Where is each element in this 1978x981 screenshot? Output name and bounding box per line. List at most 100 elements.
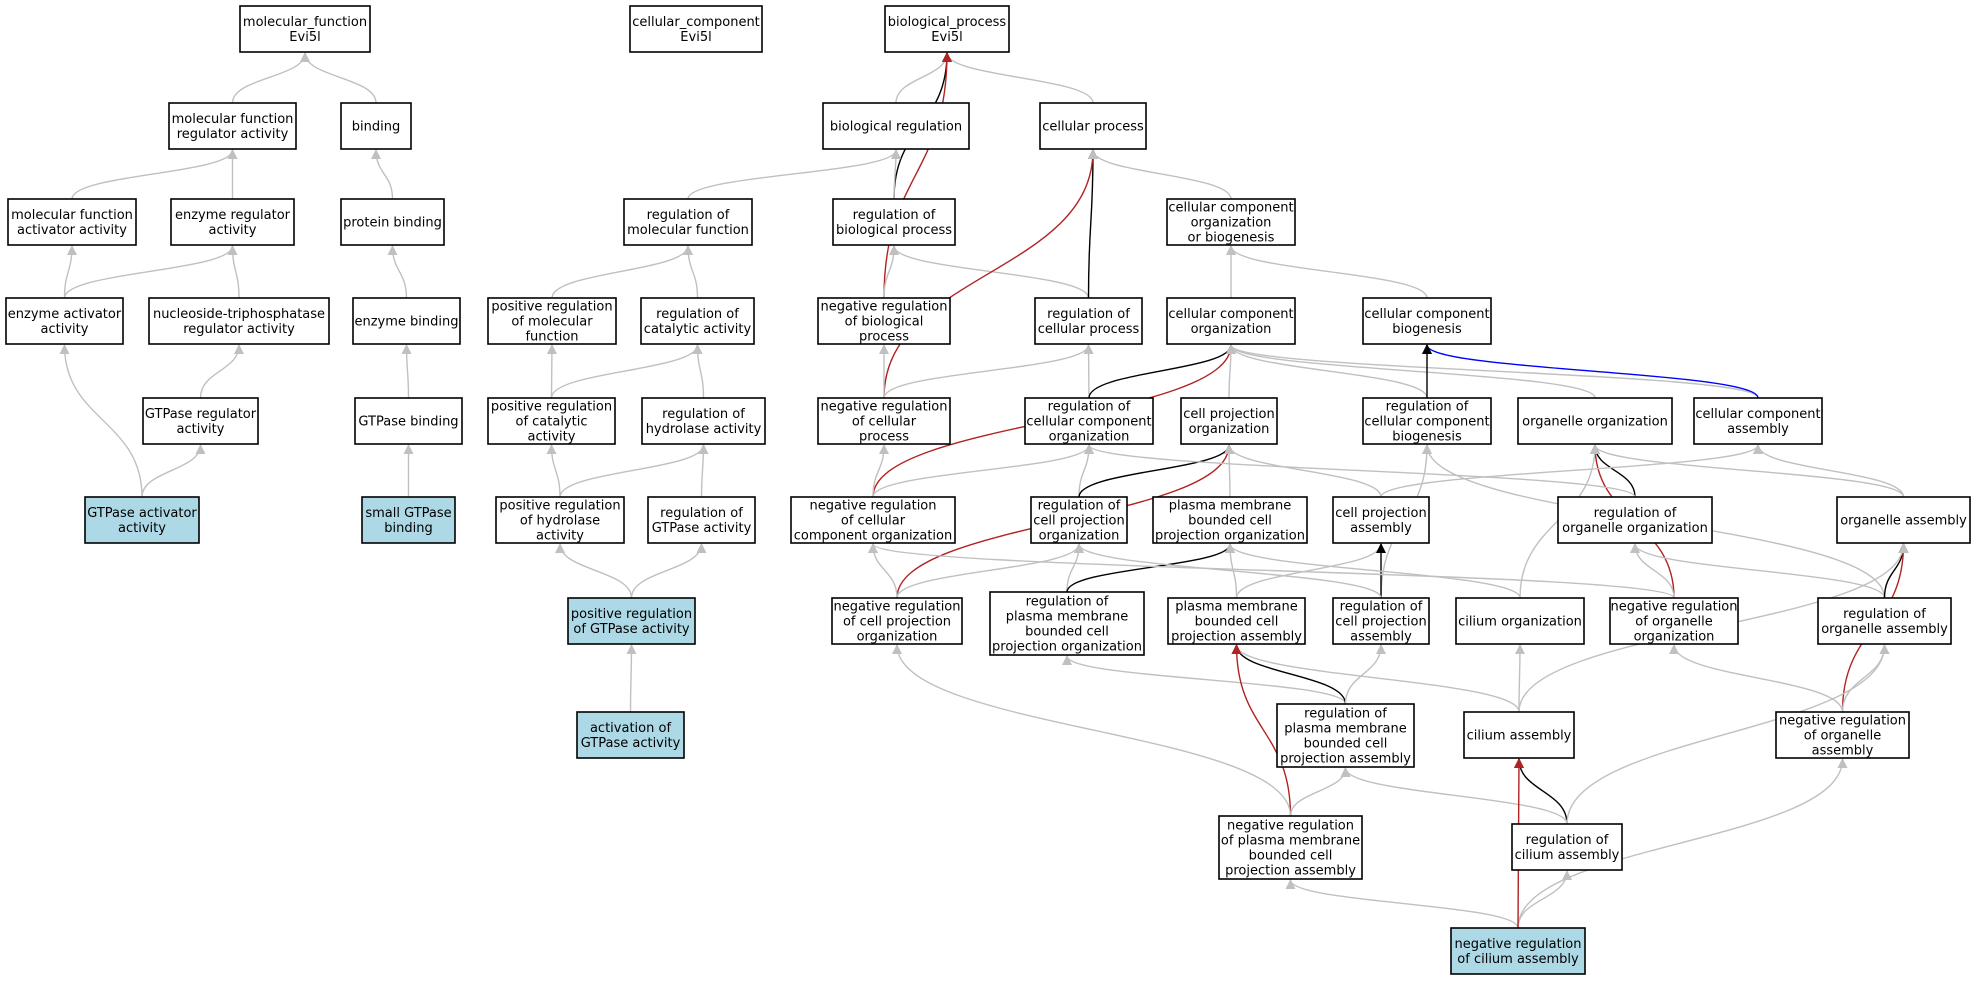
node-organelle-assembly[interactable]: organelle assembly	[1836, 496, 1971, 544]
node-label-line: activity	[177, 422, 225, 437]
node-box	[576, 711, 685, 759]
node-box	[142, 397, 259, 445]
node-organelle-organization[interactable]: organelle organization	[1517, 397, 1673, 445]
node-label-line: biological_process	[888, 15, 1007, 30]
edge-is-a-negregoa-to-negregoo	[1669, 644, 1844, 713]
node-box	[567, 597, 696, 645]
node-label-line: activity	[209, 223, 257, 238]
node-label-line: enzyme regulator	[175, 208, 291, 223]
node-biological-regulation[interactable]: biological regulation	[822, 102, 970, 150]
node-box	[1517, 397, 1673, 445]
node-label-line: biological regulation	[830, 120, 962, 135]
edge-is-a-cpa-to-cpo	[1224, 444, 1382, 498]
node-protein-binding[interactable]: protein binding	[340, 198, 445, 246]
edge-is-a-posregcat-to-posregmf	[546, 344, 557, 399]
edge-is-a-negregcco-to-regcco	[872, 444, 1094, 498]
node-label-line: function	[525, 330, 578, 345]
node-label-line: of cellular	[852, 415, 917, 430]
edge-part-of-regpmbcpo-to-pmbcpo	[1066, 543, 1235, 593]
node-label-line: positive regulation	[491, 400, 612, 415]
node-label-line: of cell projection	[843, 615, 951, 630]
edge-is-a-cilassem-to-cilorg	[1514, 644, 1525, 713]
node-label-line: cellular component	[1695, 407, 1820, 422]
node-box	[1039, 102, 1147, 150]
node-label-line: binding	[384, 521, 432, 536]
node-box	[647, 496, 756, 544]
edge-is-a-regoa-to-regoo	[1630, 543, 1886, 599]
node-label-line: Evi5l	[931, 30, 962, 45]
node-label-line: cellular component	[1364, 415, 1489, 430]
edge-is-a-posregmf-to-regmf	[551, 245, 693, 299]
node-box	[1693, 397, 1823, 445]
node-box	[1463, 711, 1575, 759]
node-box	[817, 397, 951, 445]
edge-is-a-negregoo-to-negregcco	[868, 543, 1675, 599]
node-cellular-process[interactable]: cellular process	[1039, 102, 1147, 150]
node-label-line: regulation of	[1304, 707, 1387, 722]
node-cilium-organization[interactable]: cilium organization	[1455, 597, 1585, 645]
node-label-line: regulation of	[1026, 595, 1109, 610]
node-label-line: of organelle	[1804, 729, 1881, 744]
node-label-line: activity	[41, 322, 89, 337]
node-enzyme-binding[interactable]: enzyme binding	[352, 297, 461, 345]
node-box	[1609, 597, 1739, 645]
node-box	[1218, 815, 1363, 880]
node-cilium-assembly[interactable]: cilium assembly	[1463, 711, 1575, 759]
node-label-line: negative regulation	[820, 300, 947, 315]
edge-is-a-ccbio-to-ccob	[1226, 245, 1428, 299]
node-gtpase-binding[interactable]: GTPase binding	[354, 397, 463, 445]
node-label-line: cellular process	[1038, 322, 1140, 337]
edge-is-a-regoo-to-regcco	[1084, 444, 1636, 498]
node-label-line: regulation of	[1594, 506, 1677, 521]
node-binding[interactable]: binding	[340, 102, 412, 150]
node-label-line: cellular component	[1168, 307, 1293, 322]
